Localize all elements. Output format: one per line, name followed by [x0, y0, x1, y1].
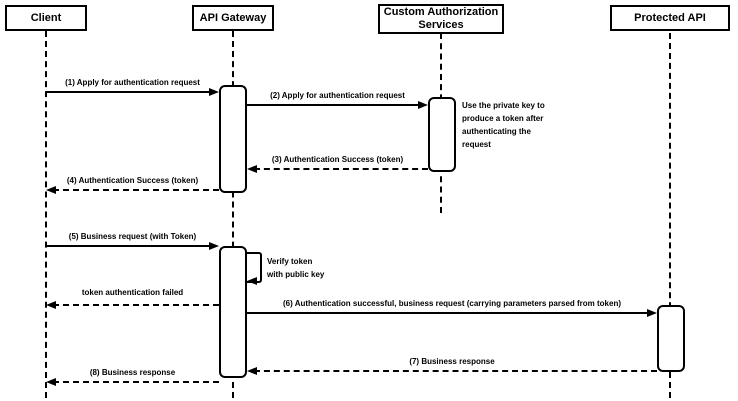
- arrowhead-left-self: [247, 277, 257, 285]
- activation-bar-api-gateway-2: [219, 246, 247, 378]
- lifeline-api-gateway: [232, 31, 234, 398]
- actor-box-api-gateway: API Gateway: [192, 5, 274, 31]
- message-line-3: [254, 168, 428, 170]
- note-private-key: Use the private key to produce a token a…: [462, 101, 545, 149]
- activation-bar-protected-api: [657, 305, 685, 372]
- message-line-1: [46, 91, 212, 93]
- message-label-token-failed: token authentication failed: [81, 288, 184, 297]
- arrowhead-left-token-failed: [46, 301, 56, 309]
- activation-bar-api-gateway-1: [219, 85, 247, 193]
- arrowhead-left-4: [46, 186, 56, 194]
- arrowhead-right-6: [647, 309, 657, 317]
- actor-label-custom-authorization-services: Custom Authorization Services: [383, 6, 499, 31]
- message-label-3: (3) Authentication Success (token): [271, 155, 404, 164]
- message-label-5: (5) Business request (with Token): [68, 232, 197, 241]
- arrowhead-left-3: [247, 165, 257, 173]
- message-line-8: [53, 381, 219, 383]
- message-line-2: [247, 104, 421, 106]
- message-line-4: [53, 189, 219, 191]
- activation-bar-custom-auth-services: [428, 97, 456, 172]
- arrowhead-right-2: [418, 101, 428, 109]
- actor-label-client: Client: [30, 11, 62, 24]
- actor-box-client: Client: [5, 5, 87, 31]
- lifeline-client: [45, 31, 47, 398]
- message-label-2: (2) Apply for authentication request: [270, 91, 405, 100]
- actor-label-api-gateway: API Gateway: [199, 11, 267, 24]
- message-line-5: [46, 245, 212, 247]
- message-line-6: [247, 312, 650, 314]
- message-label-8: (8) Business response: [89, 368, 176, 377]
- message-label-7: (7) Business response: [409, 357, 495, 366]
- lifeline-protected-api: [669, 33, 671, 398]
- actor-label-protected-api: Protected API: [634, 11, 706, 24]
- message-line-token-failed: [53, 304, 219, 306]
- arrowhead-left-7: [247, 367, 257, 375]
- arrowhead-right-5: [209, 242, 219, 250]
- arrowhead-left-8: [46, 378, 56, 386]
- message-label-4: (4) Authentication Success (token): [66, 176, 199, 185]
- message-label-6: (6) Authentication successful, business …: [282, 299, 622, 308]
- arrowhead-right-1: [209, 88, 219, 96]
- message-label-1: (1) Apply for authentication request: [65, 78, 200, 87]
- actor-box-protected-api: Protected API: [610, 5, 730, 31]
- message-line-7: [254, 370, 657, 372]
- self-message-label: Verify token with public key: [267, 257, 325, 279]
- actor-box-custom-authorization-services: Custom Authorization Services: [378, 4, 504, 34]
